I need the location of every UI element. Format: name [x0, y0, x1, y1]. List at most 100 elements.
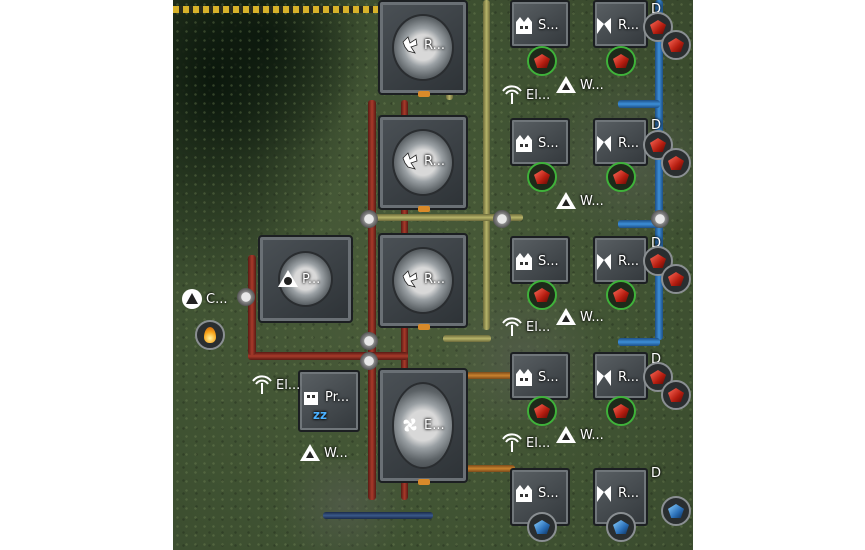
d-label: D: [651, 236, 662, 251]
pipe-junction[interactable]: [360, 210, 378, 228]
red-pipe: [248, 352, 408, 360]
gem-badge[interactable]: [606, 162, 636, 192]
blue-gem-badge[interactable]: [606, 512, 636, 542]
pipe-junction[interactable]: [360, 332, 378, 350]
water-label-text: W...: [580, 427, 604, 443]
water-label: W...: [555, 74, 604, 96]
gem-badge[interactable]: [527, 280, 557, 310]
pipe-junction[interactable]: [360, 352, 378, 370]
red-crystal-icon: [613, 54, 629, 68]
sleep-indicator: zz: [313, 408, 327, 422]
electric-pole-icon: [501, 84, 523, 106]
electrolyzer-label-text: E...: [424, 417, 445, 433]
gem-badge[interactable]: [606, 280, 636, 310]
blue-crystal-icon: [534, 520, 550, 534]
sorter-label: S...: [513, 132, 559, 154]
refinery-machine[interactable]: [378, 115, 468, 212]
electric-pole-icon: [251, 374, 273, 396]
gem-badge[interactable]: [661, 264, 691, 294]
pump-refinery-label-text: P...: [302, 271, 321, 287]
pr-machine-label: Pr...: [300, 386, 349, 408]
fuel-badge[interactable]: [195, 320, 225, 350]
crusher-label-text: R...: [618, 369, 639, 385]
pr-machine-label-text: Pr...: [325, 389, 350, 405]
d-label: D: [651, 352, 662, 367]
blue-pipe: [618, 100, 660, 108]
crusher-label-text: R...: [618, 135, 639, 151]
water-icon: [555, 306, 577, 328]
water-label-text: W...: [580, 77, 604, 93]
water-label: W...: [555, 306, 604, 328]
yellow-pipe: [443, 335, 491, 342]
pipe-junction[interactable]: [237, 288, 255, 306]
red-crystal-icon: [534, 404, 550, 418]
d-label: D: [651, 118, 662, 133]
water-label-text: W...: [324, 445, 348, 461]
gem-badge[interactable]: [527, 396, 557, 426]
water-label: W...: [299, 442, 348, 464]
electric-pole-label: El...: [501, 432, 550, 454]
red-crystal-icon: [613, 170, 629, 184]
crusher-recipe-icon: [593, 250, 615, 272]
gem-badge[interactable]: [661, 380, 691, 410]
fuel-flame-icon: [204, 327, 216, 343]
sorter-label: S...: [513, 14, 559, 36]
pump-triangle-icon: [277, 268, 299, 290]
crusher-label-text: R...: [618, 253, 639, 269]
blue-pipe: [618, 220, 660, 228]
orange-pipe: [465, 372, 515, 379]
navy-pipe: [323, 512, 433, 519]
water-icon: [555, 424, 577, 446]
red-crystal-icon: [534, 54, 550, 68]
sorter-recipe-icon: [513, 366, 535, 388]
refinery-machine[interactable]: [378, 233, 468, 330]
red-crystal-icon: [668, 38, 684, 52]
refinery-label-text: R...: [424, 271, 445, 287]
water-icon: [555, 74, 577, 96]
game-viewport[interactable]: R... R... R... P... E... Pr... C... El..…: [173, 0, 693, 550]
electric-pole-label: El...: [501, 84, 550, 106]
gem-badge[interactable]: [661, 148, 691, 178]
red-crystal-icon: [668, 388, 684, 402]
electric-pole-label: El...: [501, 316, 550, 338]
fan-icon: [399, 414, 421, 436]
gem-badge[interactable]: [661, 30, 691, 60]
red-crystal-icon: [650, 254, 666, 268]
red-crystal-icon: [534, 170, 550, 184]
electrolyzer-label: E...: [399, 414, 445, 436]
blue-gem-badge[interactable]: [661, 496, 691, 526]
pipe-junction[interactable]: [493, 210, 511, 228]
pipe-junction[interactable]: [651, 210, 669, 228]
crusher-label: R...: [593, 366, 639, 388]
blue-pipe: [655, 0, 663, 340]
refinery-label: R...: [399, 268, 445, 290]
electrolyzer-machine[interactable]: [378, 368, 468, 485]
orange-pipe: [465, 465, 515, 472]
sorter-label-text: S...: [538, 369, 559, 385]
crusher-recipe-icon: [593, 132, 615, 154]
sorter-recipe-icon: [513, 132, 535, 154]
gem-badge[interactable]: [527, 46, 557, 76]
electric-pole-label-text: El...: [526, 435, 551, 451]
crusher-label: R...: [593, 482, 639, 504]
red-crystal-icon: [668, 156, 684, 170]
gem-badge[interactable]: [643, 362, 673, 392]
sorter-label-text: S...: [538, 485, 559, 501]
blue-pipe: [618, 338, 660, 346]
yellow-pipe: [483, 0, 490, 330]
gem-badge[interactable]: [643, 246, 673, 276]
water-label-text: W...: [580, 193, 604, 209]
gem-badge[interactable]: [527, 162, 557, 192]
refinery-label: R...: [399, 34, 445, 56]
electric-pole-label: El...: [251, 374, 300, 396]
pump-label: C...: [181, 288, 227, 310]
d-label: D: [651, 466, 662, 481]
pump-refinery-label: P...: [277, 268, 320, 290]
gem-badge[interactable]: [606, 46, 636, 76]
sorter-label: S...: [513, 482, 559, 504]
pump-refinery-machine[interactable]: [258, 235, 353, 323]
blue-gem-badge[interactable]: [527, 512, 557, 542]
refinery-machine[interactable]: [378, 0, 468, 97]
gem-badge[interactable]: [606, 396, 636, 426]
blue-crystal-icon: [613, 520, 629, 534]
